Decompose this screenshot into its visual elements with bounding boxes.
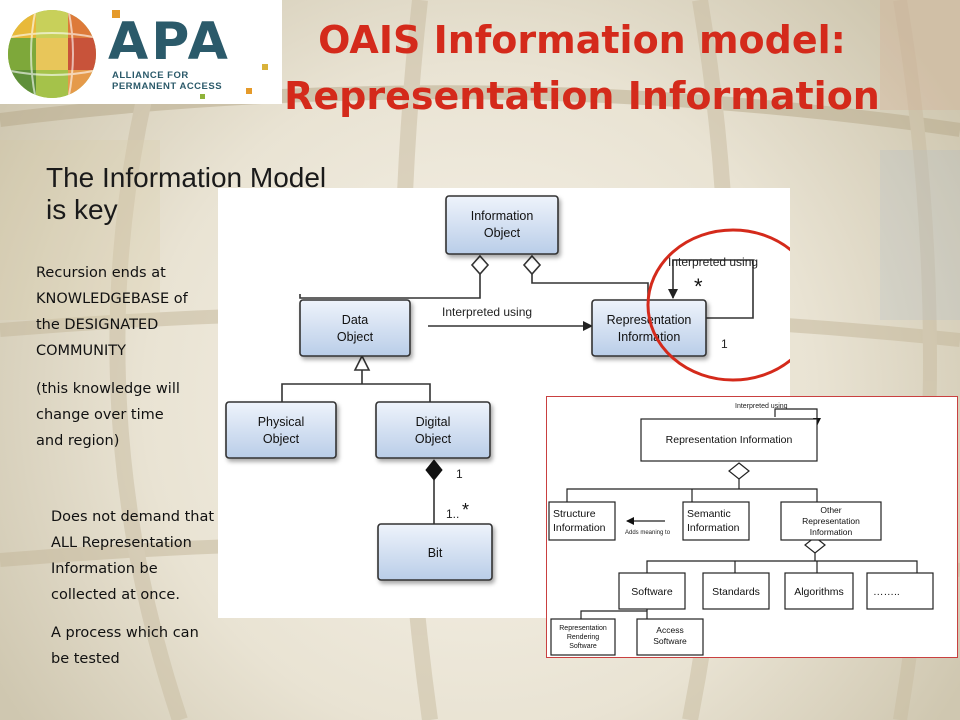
note-demand: Does not demand that ALL Representation … [51, 509, 215, 603]
svg-text:Other: Other [820, 505, 841, 515]
svg-text:Information: Information [471, 209, 534, 223]
svg-text:Rendering: Rendering [567, 634, 599, 641]
logo-wordmark: APA [108, 12, 231, 72]
adds-meaning-to-label: Adds meaning to [625, 530, 671, 536]
detail-representation-information-box: Representation Information [640, 418, 818, 462]
svg-text:Object: Object [337, 330, 374, 344]
svg-text:Object: Object [263, 432, 300, 446]
self-loop-label: Interpreted using [668, 255, 758, 269]
svg-text:Object: Object [484, 226, 521, 240]
apa-logo: APA ALLIANCE FOR PERMANENT ACCESS [0, 0, 282, 104]
svg-text:Object: Object [415, 432, 452, 446]
note-process: A process which can be tested [51, 625, 199, 667]
logo-dot-icon [200, 94, 205, 99]
multiplicity-one-bit: 1 [456, 467, 463, 481]
multiplicity-one-loop: 1 [721, 337, 728, 351]
logo-tagline: ALLIANCE FOR PERMANENT ACCESS [112, 70, 223, 92]
svg-text:Structure: Structure [553, 508, 596, 520]
note-knowledge: (this knowledge will change over time an… [36, 381, 180, 449]
representation-information-detail-diagram: Interpreted using Representation Informa… [548, 403, 934, 656]
svg-text:Representation Information: Representation Information [666, 434, 793, 446]
globe-logo-icon [8, 10, 96, 98]
svg-text:Information: Information [810, 527, 853, 537]
logo-dot-icon [246, 88, 252, 94]
svg-text:Information: Information [687, 522, 740, 534]
svg-text:……..: …….. [873, 586, 900, 598]
svg-text:Software: Software [569, 643, 597, 650]
standards-box: Standards [702, 572, 770, 610]
svg-text:Physical: Physical [258, 415, 305, 429]
logo-dot-icon [128, 22, 134, 28]
software-box: Software [618, 572, 686, 610]
information-object-box: Information Object [445, 195, 559, 255]
svg-text:Software: Software [653, 636, 687, 646]
svg-text:Data: Data [342, 313, 368, 327]
other-representation-information-box: Other Representation Information [780, 501, 882, 541]
slide-title: OAIS Information model: Representation I… [284, 18, 880, 118]
svg-text:Semantic: Semantic [687, 508, 731, 520]
svg-text:Representation: Representation [802, 516, 860, 526]
logo-dot-icon [112, 10, 120, 18]
structure-information-box: Structure Information [548, 501, 616, 541]
algorithms-box: Algorithms [784, 572, 854, 610]
svg-text:Software: Software [631, 586, 673, 598]
access-software-box: Access Software [636, 618, 704, 656]
rendering-software-box: Representation Rendering Software [550, 618, 616, 656]
detail-diagram-panel: Interpreted using Representation Informa… [546, 396, 958, 658]
slide-subtitle: The Information Model is key [46, 162, 327, 225]
interpreted-using-label: Interpreted using [442, 305, 532, 319]
svg-text:Bit: Bit [428, 546, 443, 560]
logo-dot-icon [262, 64, 268, 70]
ellipsis-box: …….. [866, 572, 934, 610]
multiplicity-bit: 1.. [446, 507, 459, 521]
svg-text:Algorithms: Algorithms [794, 586, 844, 598]
svg-text:Standards: Standards [712, 586, 760, 598]
svg-text:Digital: Digital [416, 415, 451, 429]
note-recursion: Recursion ends at KNOWLEDGEBASE of the D… [36, 265, 188, 359]
detail-interpreted-using-label: Interpreted using [735, 403, 788, 410]
digital-object-box: Digital Object [375, 401, 491, 459]
svg-text:Access: Access [656, 625, 683, 635]
bit-box: Bit [377, 523, 493, 581]
oais-information-model-diagram: Information Object Data Object Represent… [225, 195, 820, 581]
multiplicity-star-loop: * [694, 274, 703, 299]
svg-text:Representation: Representation [559, 625, 607, 632]
svg-text:Information: Information [553, 522, 606, 534]
svg-text:Information: Information [618, 330, 681, 344]
multiplicity-bit-star: * [462, 500, 469, 520]
physical-object-box: Physical Object [225, 401, 337, 459]
data-object-box: Data Object [299, 299, 411, 357]
semantic-information-box: Semantic Information [682, 501, 750, 541]
